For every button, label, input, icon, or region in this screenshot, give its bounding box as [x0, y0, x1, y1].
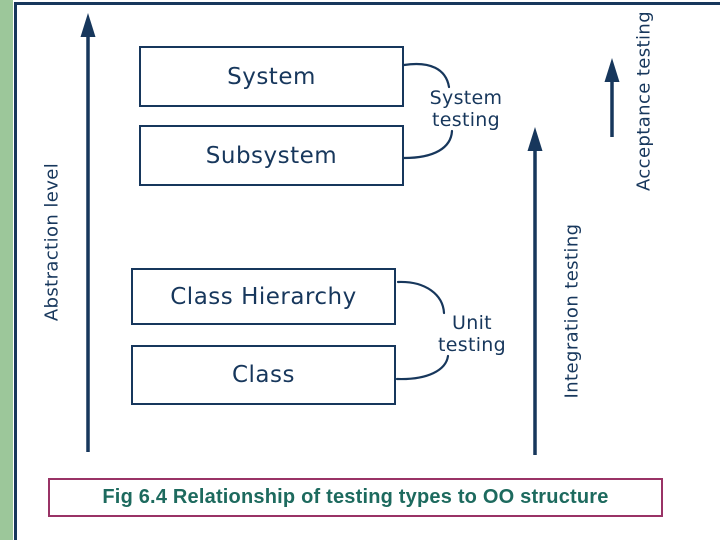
system-testing-brace-top: [402, 62, 451, 89]
unit-testing-brace-bottom: [395, 354, 450, 381]
box-system-label: System: [227, 63, 316, 90]
box-subsystem-label: Subsystem: [205, 142, 338, 169]
box-subsystem: Subsystem: [139, 125, 404, 186]
box-class-label: Class: [231, 362, 295, 388]
system-testing-label: System testing: [414, 87, 518, 131]
system-testing-label-line2: testing: [432, 109, 500, 131]
unit-testing-label-line1: Unit: [452, 312, 492, 334]
box-system: System: [139, 46, 404, 107]
slide-left-green-strip: [0, 0, 13, 540]
integration-testing-label: Integration testing: [561, 223, 583, 399]
system-testing-brace-bottom: [402, 129, 454, 160]
unit-testing-brace-top: [396, 280, 446, 315]
slide-frame-left-border: [14, 2, 17, 540]
box-class: Class: [131, 345, 396, 405]
system-testing-label-line1: System: [429, 87, 503, 109]
figure-caption: Fig 6.4 Relationship of testing types to…: [48, 478, 663, 517]
abstraction-level-arrowhead-icon: [80, 13, 96, 37]
slide-frame-top-border: [14, 2, 720, 5]
acceptance-testing-label: Acceptance testing: [633, 10, 655, 192]
unit-testing-label-line2: testing: [438, 334, 506, 356]
unit-testing-label: Unit testing: [420, 312, 524, 356]
box-class-hierarchy-label: Class Hierarchy: [170, 283, 357, 310]
abstraction-level-label: Abstraction level: [41, 162, 63, 322]
integration-testing-arrowhead-icon: [527, 127, 543, 151]
box-class-hierarchy: Class Hierarchy: [131, 268, 396, 325]
acceptance-testing-arrowhead-icon: [604, 58, 620, 82]
figure-caption-text: Fig 6.4 Relationship of testing types to…: [102, 486, 609, 508]
